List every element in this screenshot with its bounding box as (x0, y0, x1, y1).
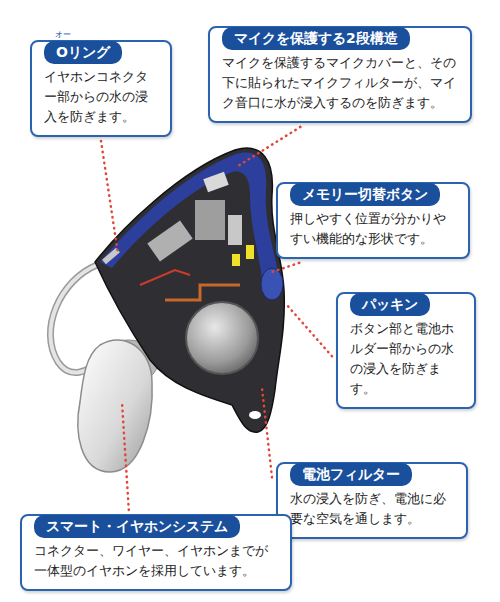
callout-body: 押しやすく位置が分かりやすい機能的な形状です。 (290, 209, 456, 249)
callout-body: マイクを保護するマイクカバーと、その下に貼られたマイクフィルターが、マイク音口に… (222, 53, 458, 113)
leader-line (122, 402, 129, 510)
battery (186, 302, 258, 374)
callout-box: メモリー切替ボタン押しやすく位置が分かりやすい機能的な形状です。 (276, 182, 470, 259)
receiver (147, 221, 192, 262)
earpiece (78, 340, 152, 472)
device-cover (100, 153, 278, 279)
callout-body: イヤホンコネクター部からの水の浸入を防ぎます。 (44, 67, 158, 127)
callout-box: マイクを保護する2段構造マイクを保護するマイクカバーと、その下に貼られたマイクフ… (208, 26, 472, 123)
leader-line (262, 388, 272, 477)
callout-heading: パッキン (350, 293, 430, 316)
device-housing (95, 148, 284, 432)
wire (165, 285, 240, 300)
circuit (195, 200, 225, 240)
ruby-label: オー (55, 31, 71, 39)
contact (246, 245, 254, 259)
callout-body: コネクター、ワイヤー、イヤホンまでが一体型のイヤホンを採用しています。 (34, 541, 278, 581)
callout-heading: マイクを保護する2段構造 (222, 27, 410, 50)
connector (104, 250, 118, 262)
callout-heading: 電池フィルター (290, 463, 412, 486)
leader-line (286, 304, 332, 356)
contact (232, 254, 240, 266)
leader-line (272, 263, 299, 272)
callout-box: Oリングイヤホンコネクター部からの水の浸入を防ぎます。 (30, 40, 172, 137)
tail-hole (249, 411, 261, 419)
callout-box: 電池フィルター水の浸入を防ぎ、電池に必要な空気を通します。 (276, 462, 468, 539)
memory-button (261, 268, 283, 300)
callout-heading: メモリー切替ボタン (290, 183, 440, 206)
leader-line (238, 127, 300, 166)
callout-box: スマート・イヤホンシステムコネクター、ワイヤー、イヤホンまでが一体型のイヤホンを… (20, 514, 292, 591)
wire (140, 270, 190, 285)
callout-heading: スマート・イヤホンシステム (34, 515, 240, 538)
callout-body: ボタン部と電池ホルダー部からの水の浸入を防ぎます。 (350, 319, 462, 399)
callout-heading: Oリング (44, 41, 122, 64)
leader-line (101, 141, 118, 254)
chip (228, 215, 242, 245)
callout-box: パッキンボタン部と電池ホルダー部からの水の浸入を防ぎます。 (336, 292, 476, 409)
callout-body: 水の浸入を防ぎ、電池に必要な空気を通します。 (290, 489, 454, 529)
microphone (203, 172, 228, 193)
